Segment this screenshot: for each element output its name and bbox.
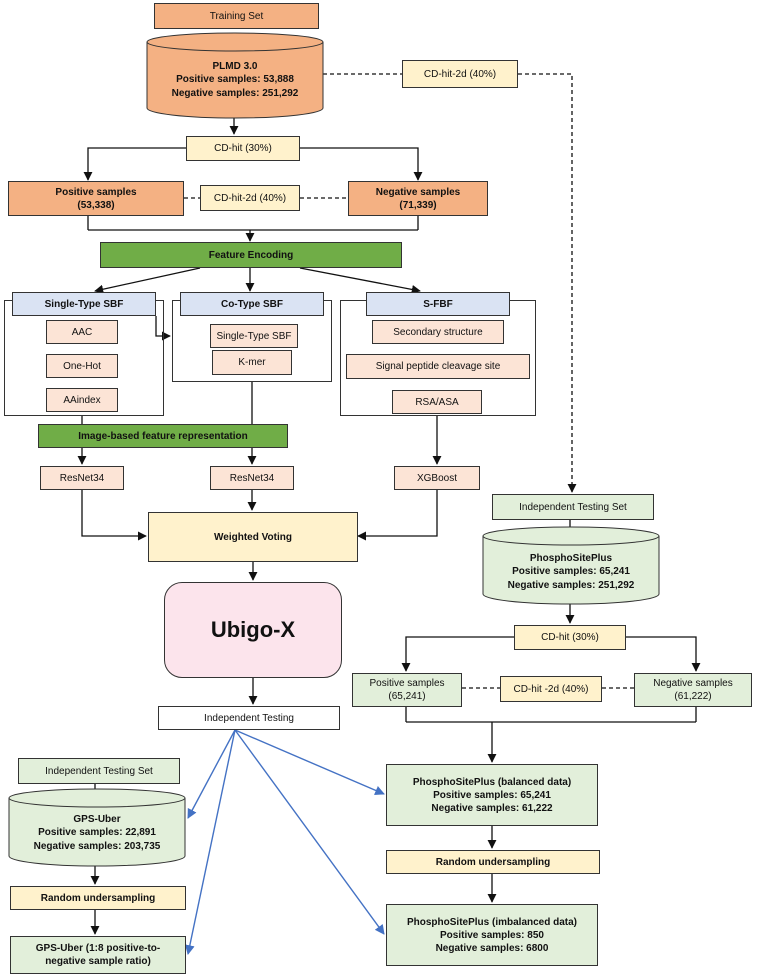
psp-balanced-data: PhosphoSitePlus (balanced data) Positive… — [386, 764, 598, 826]
cdhit-2d-right: CD-hit -2d (40%) — [500, 676, 602, 702]
training-negative-samples: Negative samples (71,339) — [348, 181, 488, 216]
sfbf-title: S-FBF — [366, 292, 510, 316]
psp-negative-count: (61,222) — [674, 691, 712, 702]
psp-imbalanced-negative: Negative samples: 6800 — [435, 942, 549, 954]
weighted-voting: Weighted Voting — [148, 512, 358, 562]
right-random-undersampling: Random undersampling — [386, 850, 600, 874]
arrow-cdhit-to-positive — [83, 147, 186, 181]
psp-negative-samples: Negative samples (61,222) — [634, 673, 752, 707]
gps-ratio-line2: negative sample ratio) — [45, 956, 151, 967]
arrow-cdhit-to-negative — [300, 147, 423, 181]
single-type-one-hot: One-Hot — [46, 354, 118, 378]
blue-arrow-to-balanced — [234, 729, 385, 796]
arrow-fe-to-sfbf — [299, 267, 421, 294]
psp-negative: Negative samples: 251,292 — [507, 579, 635, 591]
training-set-label: Training Set — [154, 3, 319, 29]
psp-positive-label: Positive samples — [369, 678, 445, 689]
psp-imbalanced-title: PhosphoSitePlus (imbalanced data) — [406, 916, 578, 928]
plmd-negative: Negative samples: 251,292 — [171, 87, 299, 99]
plmd-positive: Positive samples: 53,888 — [176, 74, 294, 86]
co-type-single-type-sbf: Single-Type SBF — [210, 324, 298, 348]
arrow-single-to-co — [155, 316, 171, 341]
arrow-cdhit-to-psp-neg — [626, 636, 701, 672]
independent-testing: Independent Testing — [158, 706, 340, 730]
arrow-fe-to-single — [94, 267, 201, 294]
training-positive-label: Positive samples — [55, 186, 137, 198]
cdhit-30-right: CD-hit (30%) — [514, 625, 626, 650]
gps-ratio-line1: GPS-Uber (1:8 positive-to- — [35, 943, 161, 954]
cdhit-2d-mid: CD-hit-2d (40%) — [200, 185, 300, 211]
co-type-kmer: K-mer — [212, 350, 292, 375]
sfbf-rsa-asa: RSA/ASA — [392, 390, 482, 414]
cdhit-2d-top: CD-hit-2d (40%) — [402, 60, 518, 88]
gps-uber-cylinder — [8, 788, 186, 867]
gps-negative: Negative samples: 203,735 — [33, 840, 161, 852]
gps-name: GPS-Uber — [73, 813, 121, 825]
arrow-resnet-left-to-voting — [81, 490, 147, 541]
feature-encoding: Feature Encoding — [100, 242, 402, 268]
training-negative-count: (71,339) — [399, 199, 437, 211]
model-resnet34-mid: ResNet34 — [210, 466, 294, 490]
ubigo-x-model: Ubigo-X — [164, 582, 342, 678]
psp-positive-samples: Positive samples (65,241) — [352, 673, 462, 707]
psp-name: PhosphoSitePlus — [529, 552, 613, 564]
training-negative-label: Negative samples — [375, 186, 461, 198]
psp-positive: Positive samples: 65,241 — [512, 566, 630, 578]
co-type-title: Co-Type SBF — [180, 292, 324, 316]
model-resnet34-left: ResNet34 — [40, 466, 124, 490]
sfbf-signal-peptide: Signal peptide cleavage site — [346, 354, 530, 379]
psp-balanced-title: PhosphoSitePlus (balanced data) — [412, 776, 572, 788]
image-based-representation: Image-based feature representation — [38, 424, 288, 448]
psp-negative-label: Negative samples — [653, 678, 733, 689]
model-xgboost: XGBoost — [394, 466, 480, 490]
blue-arrow-to-imbalanced — [234, 729, 385, 935]
arrow-xgboost-to-voting — [357, 490, 438, 541]
plmd-database: PLMD 3.0 Positive samples: 53,888 Negati… — [146, 52, 324, 108]
gps-uber-ratio: GPS-Uber (1:8 positive-to- negative samp… — [10, 936, 186, 974]
plmd-name: PLMD 3.0 — [212, 60, 258, 72]
single-type-title: Single-Type SBF — [12, 292, 156, 316]
dash-to-independent-set — [518, 73, 577, 493]
plmd-database-cylinder — [146, 32, 324, 119]
sfbf-secondary-structure: Secondary structure — [372, 320, 504, 344]
arrow-cdhit-to-psp-pos — [401, 636, 514, 672]
psp-imbalanced-data: PhosphoSitePlus (imbalanced data) Positi… — [386, 904, 598, 966]
training-positive-samples: Positive samples (53,338) — [8, 181, 184, 216]
psp-imbalanced-positive: Positive samples: 850 — [440, 929, 544, 941]
blue-arrow-to-gps-ratio — [185, 729, 236, 955]
left-random-undersampling: Random undersampling — [10, 886, 186, 910]
phosphositeplus-database: PhosphoSitePlus Positive samples: 65,241… — [482, 546, 660, 598]
psp-positive-count: (65,241) — [388, 691, 426, 702]
blue-arrow-to-gps-uber — [187, 729, 236, 819]
single-type-aac: AAC — [46, 320, 118, 344]
gps-positive: Positive samples: 22,891 — [38, 827, 156, 839]
gps-uber-database: GPS-Uber Positive samples: 22,891 Negati… — [8, 806, 186, 860]
cdhit-30-training: CD-hit (30%) — [186, 136, 300, 161]
psp-balanced-positive: Positive samples: 65,241 — [433, 789, 551, 801]
psp-balanced-negative: Negative samples: 61,222 — [431, 802, 553, 814]
phosphositeplus-cylinder — [482, 526, 660, 605]
left-independent-set-label: Independent Testing Set — [18, 758, 180, 784]
single-type-aaindex: AAindex — [46, 388, 118, 412]
right-independent-set-label: Independent Testing Set — [492, 494, 654, 520]
training-positive-count: (53,338) — [77, 199, 115, 211]
